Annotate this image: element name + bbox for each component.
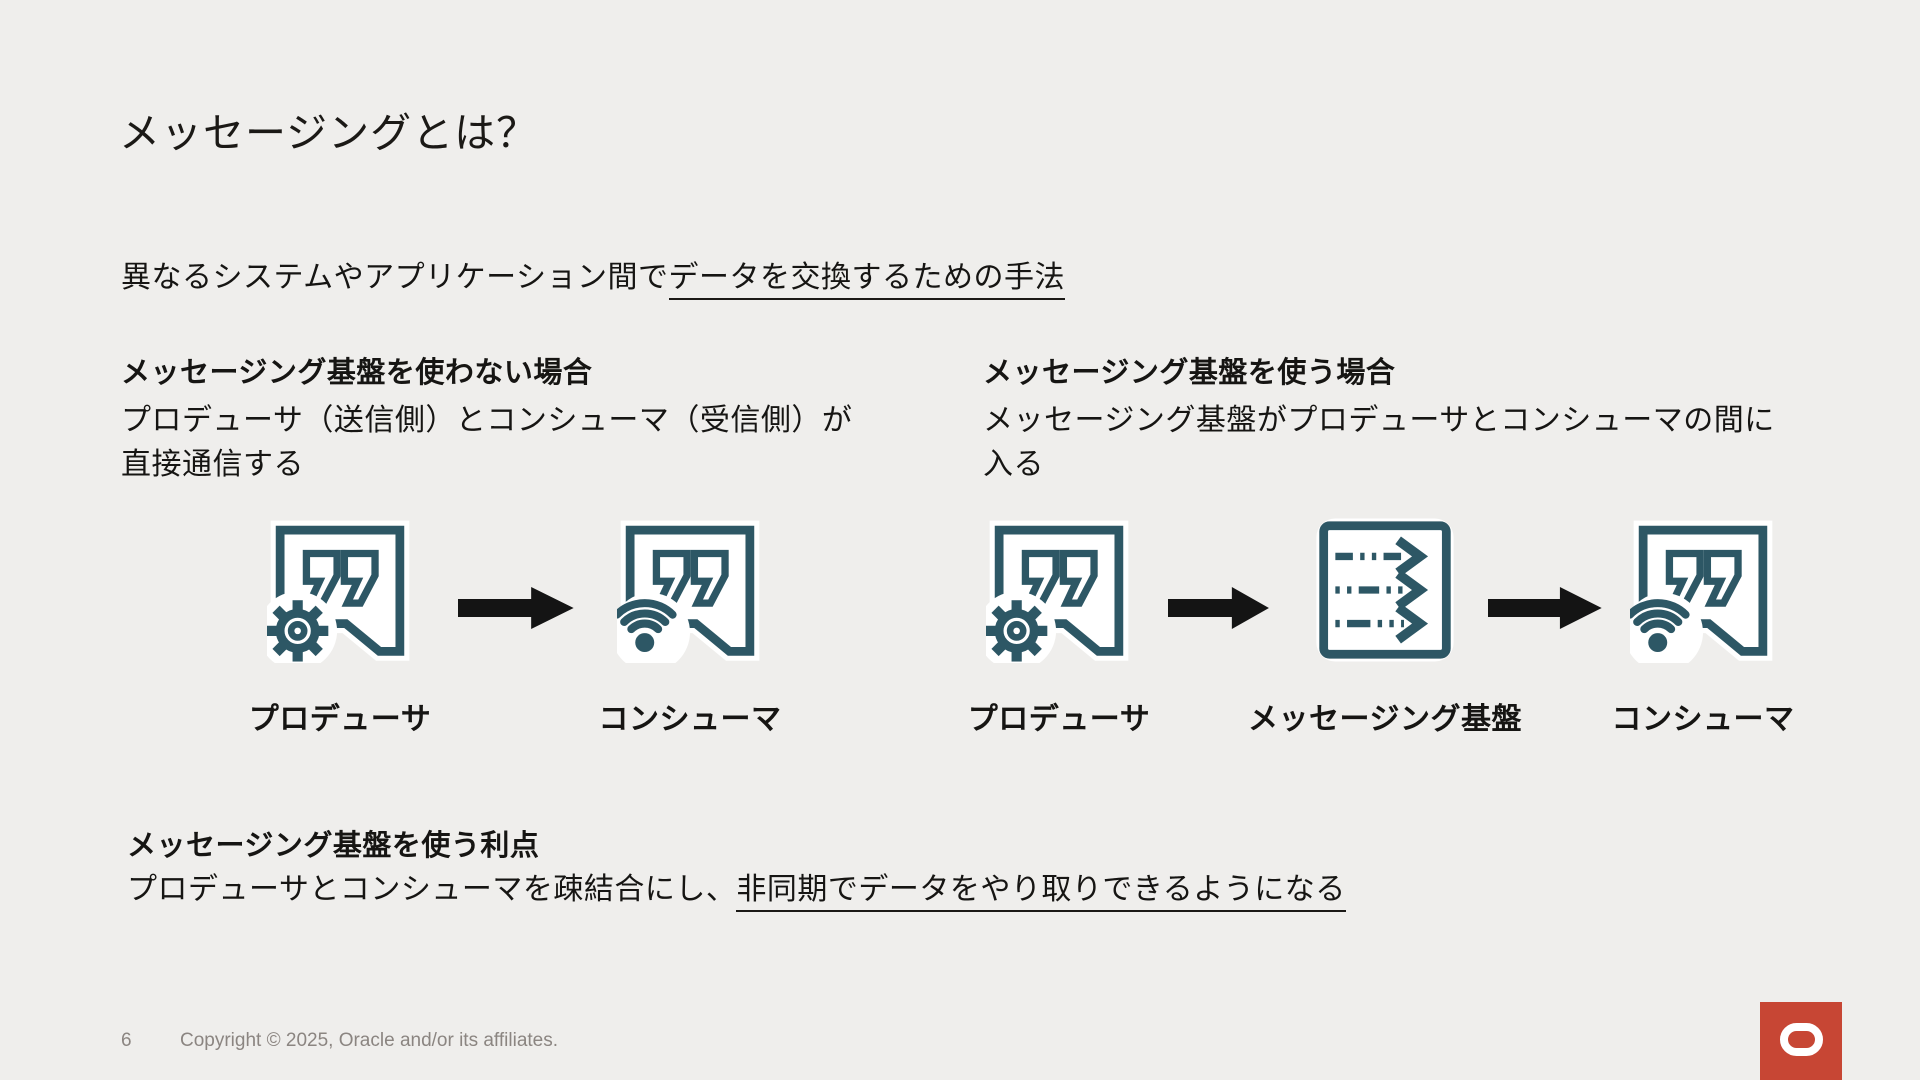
slide-title: メッセージングとは？ bbox=[119, 110, 539, 156]
right-consumer-label: コンシューマ bbox=[1611, 703, 1795, 736]
producer-icon bbox=[986, 520, 1129, 663]
gear-icon bbox=[267, 591, 338, 663]
subtitle-plain-text: 異なるシステムやアプリケーション間で bbox=[121, 261, 669, 294]
right-section-body: メッセージング基盤がプロデューサとコンシューマの間に入る bbox=[983, 404, 1775, 481]
flow-arrow-icon bbox=[1488, 587, 1602, 629]
producer-icon bbox=[267, 520, 410, 663]
left-producer-label: プロデューサ bbox=[248, 703, 432, 736]
oracle-logo-o bbox=[1779, 1023, 1823, 1056]
consumer-icon bbox=[617, 520, 760, 663]
messaging-platform-icon bbox=[1316, 518, 1454, 662]
flow-arrow-icon bbox=[1168, 587, 1269, 629]
right-section-heading: メッセージング基盤を使う場合 bbox=[983, 357, 1396, 389]
left-section-body-line2: 直接通信する bbox=[121, 448, 304, 481]
slide-subtitle: 異なるシステムやアプリケーション間でデータを交換するための手法 bbox=[121, 252, 1065, 300]
page-number: 6 bbox=[121, 1030, 132, 1051]
left-section-body: プロデューサ（送信側）とコンシューマ（受信側）が 直接通信する bbox=[121, 399, 881, 487]
left-consumer-label: コンシューマ bbox=[598, 703, 782, 736]
oracle-logo-icon bbox=[1760, 1002, 1842, 1080]
benefits-body: プロデューサとコンシューマを疎結合にし、非同期でデータをやり取りできるようになる bbox=[127, 864, 1346, 912]
flow-arrow-icon bbox=[458, 587, 574, 629]
copyright-text: Copyright © 2025, Oracle and/or its affi… bbox=[180, 1030, 559, 1051]
right-producer-label: プロデューサ bbox=[967, 703, 1151, 736]
wifi-icon bbox=[617, 592, 690, 663]
benefits-heading: メッセージング基盤を使う利点 bbox=[127, 830, 540, 862]
benefits-plain-text: プロデューサとコンシューマを疎結合にし、 bbox=[127, 873, 737, 906]
subtitle-underlined-text: データを交換するための手法 bbox=[668, 261, 1065, 300]
left-section-body-line1: プロデューサ（送信側）とコンシューマ（受信側）が bbox=[121, 404, 853, 437]
messaging-platform-label: メッセージング基盤 bbox=[1248, 703, 1522, 736]
gear-icon bbox=[986, 591, 1057, 663]
wifi-icon bbox=[1630, 592, 1703, 663]
left-section-heading: メッセージング基盤を使わない場合 bbox=[121, 357, 593, 389]
benefits-underlined-text: 非同期でデータをやり取りできるようになる bbox=[736, 873, 1346, 912]
consumer-icon bbox=[1630, 520, 1773, 663]
